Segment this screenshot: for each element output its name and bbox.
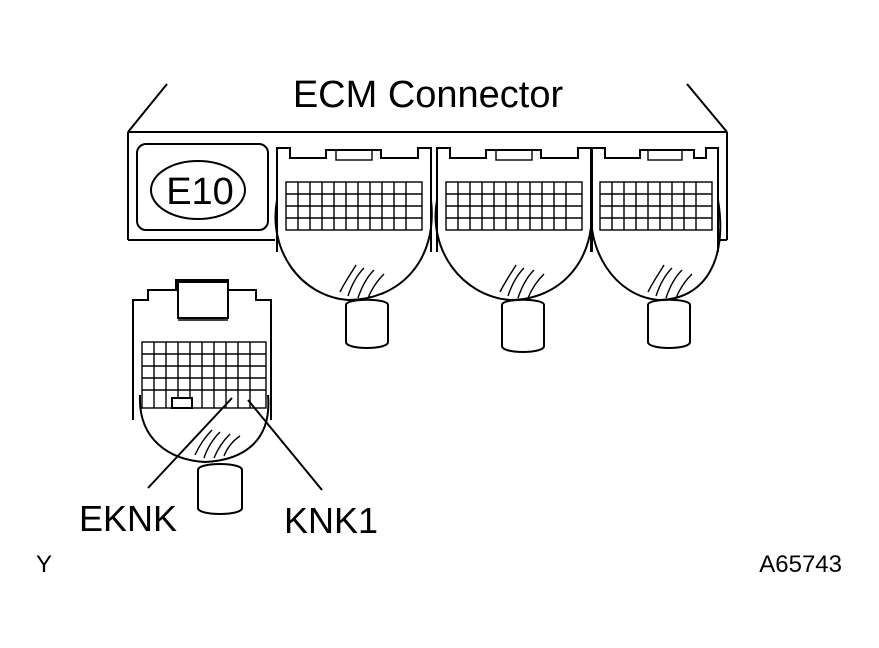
ecm-socket-3 (590, 147, 722, 349)
pin-label-knk1: KNK1 (284, 500, 378, 541)
ecm-socket-1 (274, 147, 433, 349)
ecm-unit (127, 83, 728, 241)
connector-id-badge: E10 (136, 143, 269, 231)
ecm-socket-2 (434, 147, 593, 353)
knk1-leader-line (247, 399, 323, 491)
footer-left-mark: Y (36, 551, 52, 578)
diagram-title: ECM Connector (293, 74, 564, 116)
eknk-leader-line (147, 397, 233, 489)
harness-connector (132, 279, 272, 515)
pin-label-eknk: EKNK (79, 498, 177, 539)
figure-code: A65743 (759, 551, 842, 578)
connector-id-label: E10 (166, 171, 234, 213)
